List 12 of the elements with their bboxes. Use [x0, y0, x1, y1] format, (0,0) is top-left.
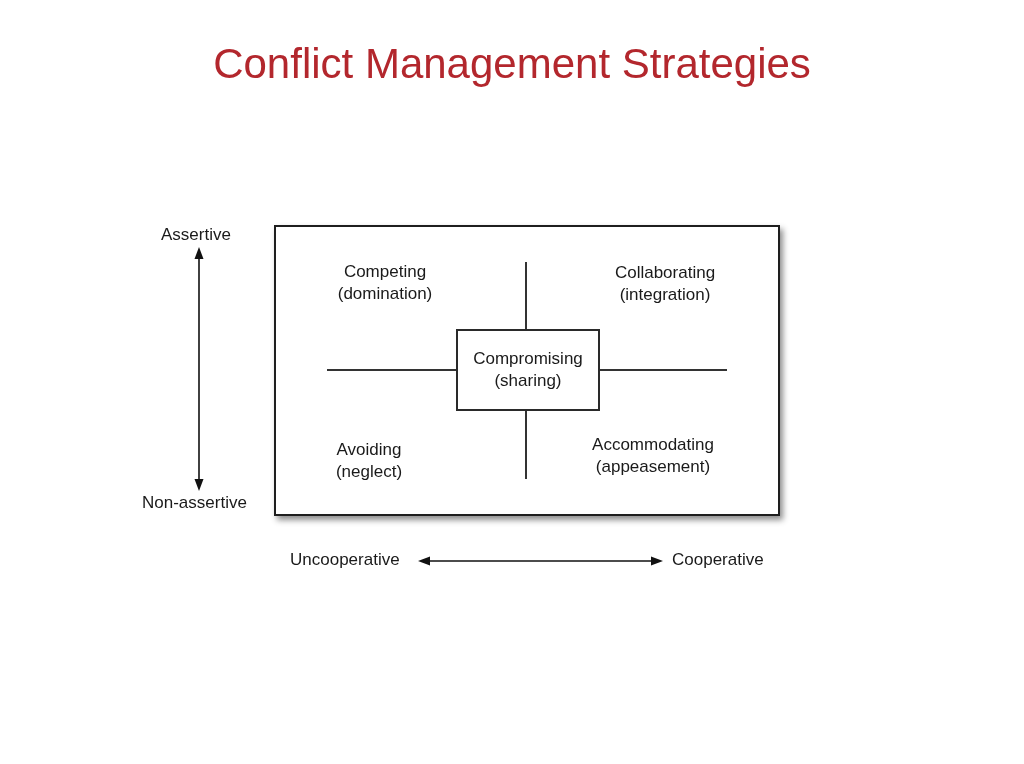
axis-label: Uncooperative — [290, 549, 400, 571]
axis-label: Assertive — [161, 224, 231, 246]
quadrant-label: Accommodating (appeasement) — [592, 434, 714, 478]
strategy-box — [456, 329, 600, 411]
quadrant-label: Avoiding (neglect) — [335, 439, 403, 483]
strategy-label: Compromising (sharing) — [473, 348, 583, 392]
quadrant-label: Competing (domination) — [337, 261, 433, 305]
slide-title: Conflict Management Strategies — [213, 40, 811, 88]
axis-label: Cooperative — [672, 549, 764, 571]
quadrant-frame — [274, 225, 780, 516]
quadrant-label: Collaborating (integration) — [614, 262, 716, 306]
axis-label: Non-assertive — [142, 492, 247, 514]
